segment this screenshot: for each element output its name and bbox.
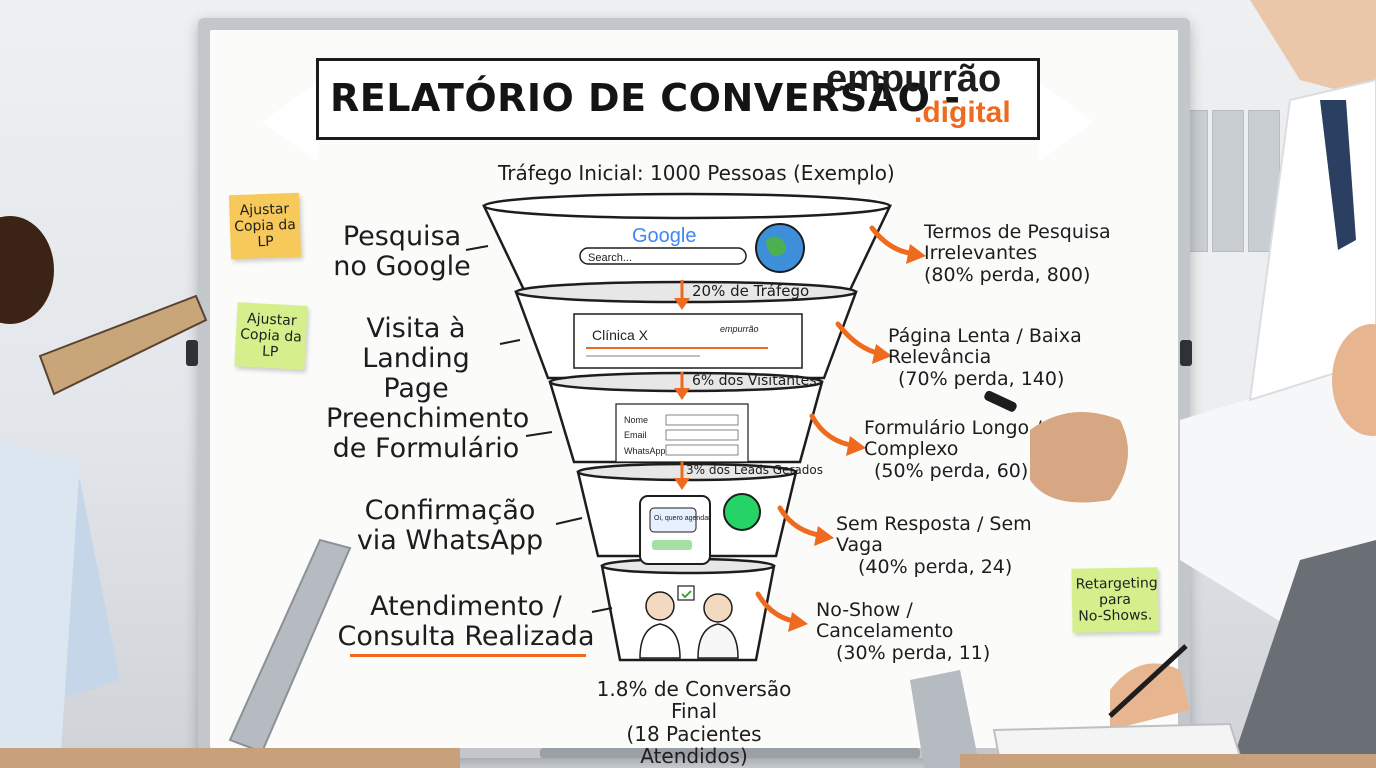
marker-pen-icon [983, 390, 1018, 413]
notepad-in-hand [40, 296, 206, 394]
desk-right [960, 754, 1376, 768]
laptop-right [910, 670, 980, 768]
laptop-left [110, 540, 350, 768]
desk-left [0, 748, 460, 768]
person-left [0, 216, 120, 768]
